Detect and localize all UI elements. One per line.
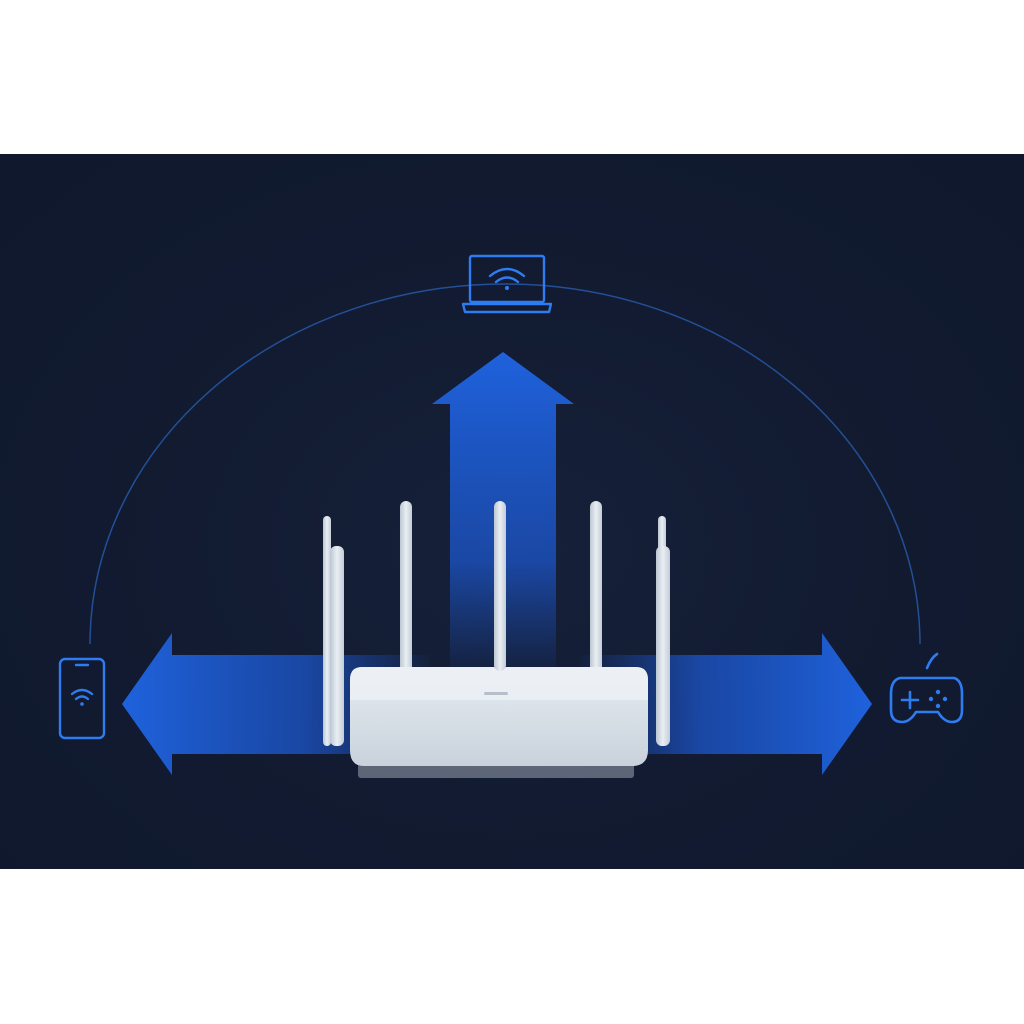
router-antenna bbox=[330, 546, 344, 746]
router-coverage-banner bbox=[0, 154, 1024, 869]
laptop-wifi-icon bbox=[461, 254, 553, 314]
right-arrow bbox=[580, 633, 872, 775]
router-antenna bbox=[656, 546, 670, 746]
router-antenna bbox=[494, 501, 506, 671]
coverage-arc bbox=[89, 283, 921, 645]
gamepad-icon bbox=[889, 652, 964, 724]
router-antenna bbox=[323, 516, 331, 746]
router-image bbox=[323, 501, 670, 778]
smartphone-wifi-icon bbox=[58, 657, 106, 740]
router-antenna bbox=[400, 501, 412, 676]
router-antenna bbox=[590, 501, 602, 676]
coverage-illustration bbox=[58, 254, 964, 778]
